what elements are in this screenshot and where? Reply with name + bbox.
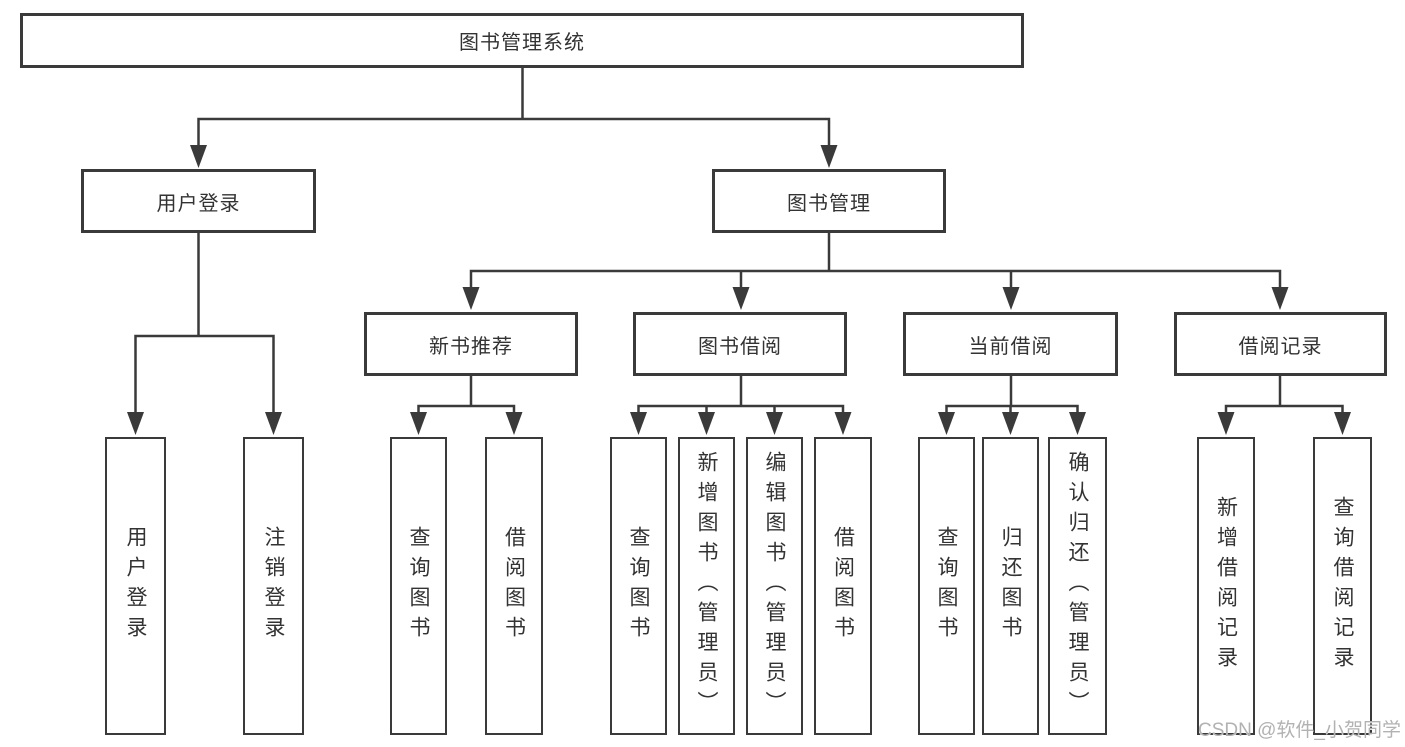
leaf-label: 用户登录 <box>124 526 147 646</box>
node-label: 图书管理 <box>787 192 871 215</box>
node-current-borrowing: 当前借阅 <box>903 312 1118 376</box>
node-library-management-system: 图书管理系统 <box>20 13 1024 68</box>
node-label: 图书借阅 <box>698 335 782 358</box>
leaf-query-books-borrow: 查询图书 <box>610 437 667 735</box>
leaf-logout-login: 注销登录 <box>243 437 304 735</box>
leaf-confirm-return-admin: 确认归还（管理员） <box>1048 437 1107 735</box>
node-label: 用户登录 <box>156 192 241 215</box>
leaf-label: 查询图书 <box>935 526 958 646</box>
leaf-query-borrow-record: 查询借阅记录 <box>1313 437 1372 735</box>
leaf-label: 编辑图书（管理员） <box>763 451 786 721</box>
leaf-add-books-admin: 新增图书（管理员） <box>678 437 735 735</box>
node-new-book-recommendation: 新书推荐 <box>364 312 578 376</box>
leaf-label: 新增借阅记录 <box>1214 496 1238 676</box>
node-user-login: 用户登录 <box>81 169 316 233</box>
leaf-label: 归还图书 <box>999 526 1022 646</box>
leaf-user-login: 用户登录 <box>105 437 166 735</box>
leaf-return-books: 归还图书 <box>982 437 1039 735</box>
leaf-label: 查询借阅记录 <box>1331 496 1354 676</box>
node-label: 借阅记录 <box>1238 335 1323 358</box>
leaf-label: 借阅图书 <box>831 526 855 646</box>
leaf-edit-books-admin: 编辑图书（管理员） <box>746 437 803 735</box>
leaf-add-borrow-record: 新增借阅记录 <box>1197 437 1255 735</box>
leaf-label: 借阅图书 <box>502 526 526 646</box>
leaf-label: 查询图书 <box>407 526 430 646</box>
leaf-label: 查询图书 <box>627 526 650 646</box>
node-book-management: 图书管理 <box>712 169 946 233</box>
node-label: 当前借阅 <box>968 335 1053 358</box>
watermark: CSDN @软件_小贺同学 <box>1198 720 1401 741</box>
leaf-borrow-books: 借阅图书 <box>814 437 872 735</box>
leaf-query-books-recommend: 查询图书 <box>390 437 447 735</box>
leaf-label: 新增图书（管理员） <box>695 451 718 721</box>
node-label: 图书管理系统 <box>459 32 585 54</box>
leaf-label: 注销登录 <box>262 526 285 646</box>
node-book-borrowing: 图书借阅 <box>633 312 847 376</box>
node-borrowing-records: 借阅记录 <box>1174 312 1387 376</box>
node-label: 新书推荐 <box>429 335 513 358</box>
leaf-label: 确认归还（管理员） <box>1066 451 1089 721</box>
arrowheads <box>127 145 1351 435</box>
leaf-query-books-current: 查询图书 <box>918 437 975 735</box>
leaf-borrow-books-recommend: 借阅图书 <box>485 437 543 735</box>
